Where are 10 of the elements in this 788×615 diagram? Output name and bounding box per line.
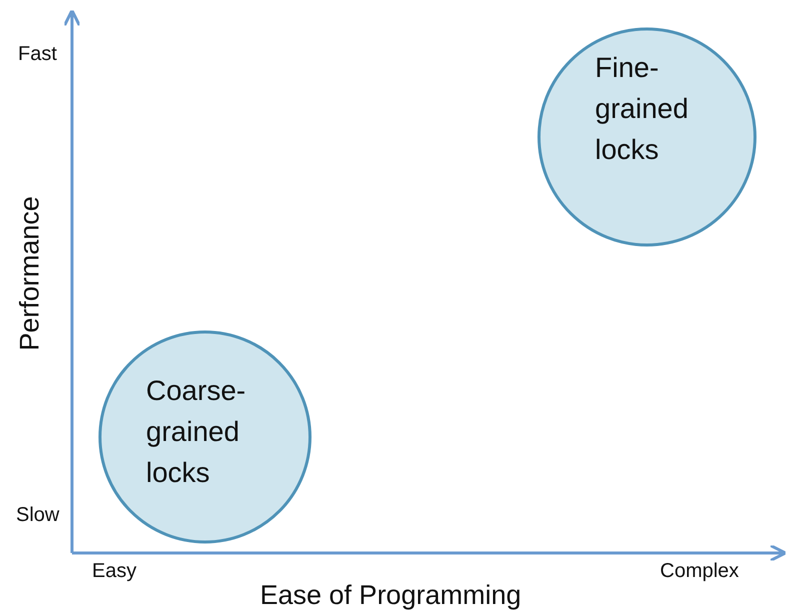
bubble-label: Coarse- grained locks <box>146 374 247 490</box>
axis-title: Performance <box>14 195 46 353</box>
bubble <box>537 27 757 247</box>
axis-tick-label: Complex <box>660 560 739 583</box>
axis-tick-label: Slow <box>16 504 60 527</box>
bubble <box>98 330 312 544</box>
axis-title: Ease of Programming <box>260 580 522 611</box>
axis-tick-label: Easy <box>92 560 136 583</box>
axis-tick-label: Fast <box>18 43 57 66</box>
bubble-label: Fine- grained locks <box>595 51 690 167</box>
